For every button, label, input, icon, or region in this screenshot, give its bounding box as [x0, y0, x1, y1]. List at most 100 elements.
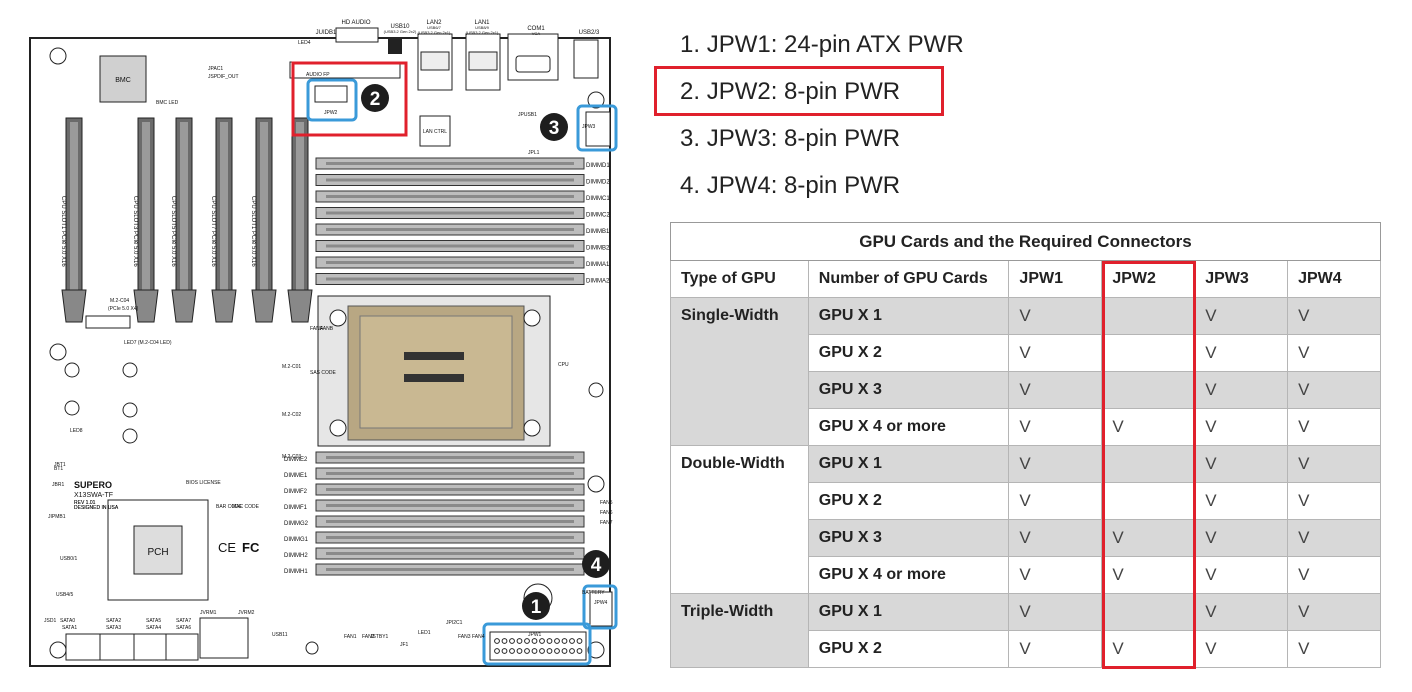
dimm-slot-inner	[326, 277, 574, 281]
sata-ports	[65, 617, 249, 661]
jpw4-cell: V	[1287, 556, 1381, 594]
board-label: JBR1	[52, 482, 64, 488]
power-connector-label: JPW4	[594, 600, 608, 606]
rev-label: REV 1.01	[74, 500, 96, 506]
power-connector-label: JPW2	[324, 110, 338, 116]
board-label: LED4	[298, 40, 311, 46]
board-label: SATA1	[62, 625, 77, 631]
jpw3-cell: V	[1194, 556, 1289, 594]
board-label: SATA6	[176, 625, 191, 631]
pch-chip-outer	[107, 499, 209, 601]
gpu-count-cell: GPU X 2	[807, 334, 1010, 372]
jpw1-pin	[516, 648, 523, 654]
board-label: FAN2	[362, 634, 375, 640]
gpu-connector-table: GPU Cards and the Required Connectors Ty…	[670, 222, 1381, 668]
top-io-ports	[289, 27, 599, 91]
board-label: REV 1.01	[74, 500, 96, 506]
bmc-label: BMC	[115, 77, 131, 84]
gpu-count-cell: GPU X 4 or more	[807, 556, 1010, 594]
jpw4-cell: V	[1287, 445, 1381, 483]
jpw2-cell	[1101, 334, 1196, 372]
jpw4-cell: V	[1287, 519, 1381, 557]
jpw4-cell: V	[1287, 593, 1381, 631]
gpu-count-cell: GPU X 3	[807, 371, 1010, 409]
board-label: SATA5	[146, 618, 161, 624]
fc-mark: FC	[242, 540, 260, 555]
jpw1-pin	[494, 638, 500, 644]
dimm-slot-inner	[326, 472, 574, 475]
callout-markers: 1 2 3 4	[361, 84, 610, 620]
jpw1-pin	[524, 638, 530, 644]
jpw1-pin	[531, 648, 538, 654]
board-label: JSTBY1	[370, 634, 389, 640]
jpw1-cell: V	[1008, 593, 1103, 631]
pcie-slot-latch	[251, 289, 277, 323]
jpw1-cell: V	[1008, 556, 1103, 594]
dimm-slots-top: DIMMD1DIMMD2DIMMC1DIMMC2DIMMB1DIMMB2DIMM…	[315, 157, 610, 285]
header-jpw4: JPW4	[1287, 260, 1381, 298]
board-label: USB0/1	[60, 556, 77, 562]
board-label: AUDIO FP	[306, 72, 330, 78]
pcie-slot-label: CPU SLOT1 PCIe 5.0 X16	[60, 196, 66, 267]
top-port-sub-label: (USB3.2 Gen 2x1)	[466, 30, 499, 35]
jpw1-pin	[546, 648, 553, 654]
jpw3-cell: V	[1194, 519, 1289, 557]
jpw1-pin	[561, 648, 568, 654]
jpw1-pin	[554, 648, 560, 654]
board-label: USB11	[272, 632, 288, 638]
dimm-slot-inner	[326, 228, 574, 231]
jpw2-connector	[314, 85, 348, 103]
dimm-label: DIMMA1	[586, 262, 610, 268]
blue-highlights	[306, 78, 618, 666]
dimm-label: DIMMF2	[284, 489, 308, 495]
jpw4-cell: V	[1287, 334, 1381, 372]
dimm-slot-inner	[326, 504, 574, 507]
dimm-label: DIMME2	[284, 457, 308, 463]
pcie-slot-latch	[61, 289, 87, 323]
board-label: SATA4	[146, 625, 161, 631]
jpw2-cell	[1101, 445, 1196, 483]
board-label: JBT1	[54, 462, 66, 468]
jpw2-cell	[1101, 593, 1196, 631]
dimm-slot-inner	[326, 162, 574, 165]
jpw1-pin	[576, 648, 583, 654]
board-label: BATTERY	[582, 590, 605, 596]
callout-3: 3	[549, 118, 560, 139]
pcie-slot-label: CPU SLOT1 PCIe 5.0 X16	[250, 196, 256, 267]
jpw2-column-highlight	[1102, 261, 1196, 669]
pcie-slot-inner	[142, 122, 150, 314]
jpw2-red-highlight	[291, 61, 408, 137]
jpw1-cell: V	[1008, 630, 1103, 668]
board-label: M.2-C01	[282, 364, 301, 370]
jpw1-pin	[554, 638, 560, 644]
jpw3-cell: V	[1194, 593, 1289, 631]
top-port-sub-label: VGA	[532, 31, 541, 36]
jpw4-cell: V	[1287, 297, 1381, 335]
jpw1-pin	[576, 638, 583, 644]
board-label: FAN7	[600, 520, 613, 526]
dimm-label: DIMMC1	[586, 196, 610, 202]
jpw4-connector	[589, 591, 613, 627]
jpw1-pin	[531, 638, 538, 644]
dimm-label: DIMMC2	[586, 213, 610, 219]
board-label: JPI2C1	[446, 620, 463, 626]
gpu-count-cell: GPU X 2	[807, 630, 1010, 668]
board-label: M.2-C04	[110, 298, 129, 304]
power-connector-label: JPW1	[528, 632, 542, 638]
board-label: FAN4	[472, 634, 485, 640]
jpw2-cell	[1101, 371, 1196, 409]
board-label: FAN3	[458, 634, 471, 640]
jpw4-cell: V	[1287, 408, 1381, 446]
lan-ctrl-chip	[419, 115, 451, 147]
jpw1-pin	[494, 648, 500, 654]
jpw3-cell: V	[1194, 630, 1289, 668]
pcie-slot-inner	[260, 122, 268, 314]
